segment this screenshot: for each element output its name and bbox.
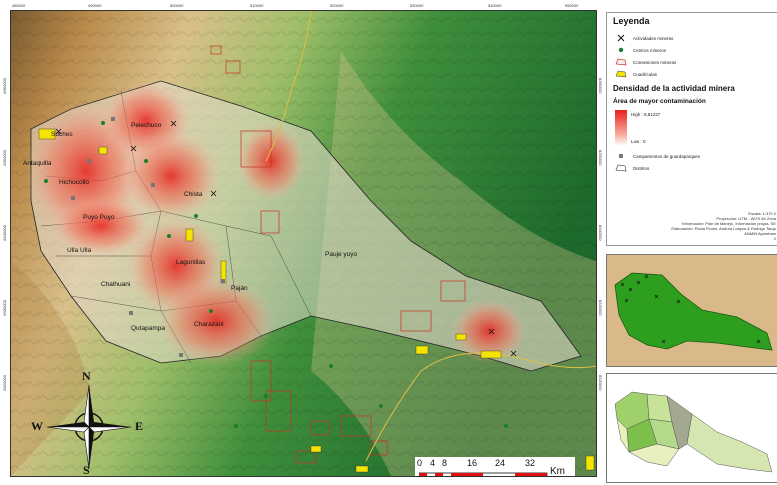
scale-tick: 4 — [430, 458, 436, 468]
y-coordinate-tick-right: 8350000 — [598, 150, 603, 166]
place-label: Chista — [184, 191, 203, 198]
density-subtitle: Área de mayor contaminación — [613, 98, 706, 105]
y-coordinate-tick-right: 8320000 — [598, 375, 603, 391]
place-label: Puyo Puyo — [83, 214, 115, 221]
outline-polygon-icon — [615, 58, 627, 66]
place-label: Qutapampa — [131, 325, 165, 332]
district-outline-icon — [615, 164, 627, 172]
place-label: Lagunillas — [176, 259, 206, 266]
legend-label: Consesiones mineras — [633, 59, 677, 65]
scale-tick: 8 — [442, 458, 448, 468]
scale-tick: 0 — [417, 458, 423, 468]
place-label: Hichocollo — [59, 179, 89, 186]
y-coordinate-tick-right: 8340000 — [598, 225, 603, 241]
compass-east: E — [135, 419, 144, 433]
legend-label: Actividades mineras — [633, 35, 674, 41]
density-high-label: High : 8,81237 — [631, 112, 661, 117]
x-coordinate-tick: 550000 — [565, 3, 579, 8]
x-coordinate-tick: 540000 — [488, 3, 502, 8]
yellow-polygon-icon — [615, 70, 627, 78]
scale-tick: 32 — [525, 458, 536, 468]
credit-line: Escala: 1:370 0 — [748, 211, 776, 216]
legend-item-concessions: Consesiones mineras — [615, 57, 676, 67]
legend-item-mining-activity: Actividades mineras — [615, 33, 673, 43]
main-map[interactable]: Suches Pelechuco Antaquilla Hichocollo C… — [10, 10, 597, 477]
legend-label: Distritos — [633, 165, 650, 171]
x-coordinate-tick: 520000 — [330, 3, 344, 8]
credit-line: Información: Plan de Manejo, Información… — [682, 221, 776, 226]
legend-item-cuadriculas: Cuadrículas — [615, 69, 657, 79]
terrain-map — [11, 11, 596, 476]
legend-label: Cuadrículas — [633, 71, 658, 77]
place-label: Paján — [231, 285, 248, 292]
inset-map-districts-shape — [614, 391, 773, 473]
pickaxe-icon — [617, 34, 625, 42]
scale-bar: 0 4 8 16 24 32 Km — [415, 457, 575, 477]
y-coordinate-tick: 8320000 — [2, 375, 7, 391]
compass-rose: N S W E — [31, 369, 143, 477]
green-dot-icon — [618, 47, 624, 53]
place-label: Antaquilla — [23, 160, 52, 167]
cuadriculas — [38, 128, 595, 473]
legend-item-districts: Distritos — [615, 163, 649, 173]
compass-north: N — [82, 369, 91, 383]
legend: Leyenda Actividades mineras Centros mine… — [606, 12, 777, 246]
place-label: Suches — [51, 131, 73, 138]
place-label: Chalhuani — [101, 281, 131, 288]
ranger-camps — [71, 117, 225, 357]
scale-tick: 24 — [495, 458, 506, 468]
y-coordinate-tick: 8350000 — [2, 150, 7, 166]
y-coordinate-tick: 8360000 — [2, 78, 7, 94]
credit-line: ANMIN Apolobam — [744, 231, 776, 236]
y-coordinate-tick-right: 8360000 — [598, 78, 603, 94]
density-title: Densidad de la actividad minera — [613, 84, 735, 93]
legend-label: Centros mineros — [633, 47, 667, 53]
x-coordinate-tick: 500000 — [170, 3, 184, 8]
place-label: Pauje yuyo — [325, 251, 358, 258]
credit-line: Proyección: UTM - WGS 84 Zona — [716, 216, 776, 221]
place-label: Ulla Ulla — [67, 247, 92, 254]
mining-activity-marks — [55, 120, 517, 357]
compass-south: S — [83, 463, 90, 477]
scale-unit: Km — [550, 466, 565, 477]
legend-title: Leyenda — [613, 16, 650, 26]
compass-icon — [46, 384, 132, 470]
scale-tick: 16 — [467, 458, 478, 468]
y-coordinate-tick: 8340000 — [2, 225, 7, 241]
x-coordinate-tick: 530000 — [410, 3, 424, 8]
credit-line: 2 — [773, 236, 776, 241]
compass-west: W — [31, 419, 43, 433]
inset-map-mining — [606, 254, 777, 367]
concession-grid — [210, 45, 466, 464]
place-label: Pelechuco — [131, 122, 162, 129]
legend-label: Campamentos de guardaparques — [633, 153, 701, 159]
x-coordinate-tick: 480000 — [12, 3, 26, 8]
density-low-label: Low : 0 — [631, 139, 646, 144]
legend-item-camps: Campamentos de guardaparques — [615, 151, 700, 161]
x-coordinate-tick: 510000 — [250, 3, 264, 8]
density-color-ramp — [615, 110, 627, 146]
y-coordinate-tick: 8330000 — [2, 300, 7, 316]
mining-centers — [44, 121, 508, 428]
inset-map-mining-shape — [614, 272, 773, 351]
place-label: Charazani — [194, 321, 224, 328]
y-coordinate-tick-right: 8330000 — [598, 300, 603, 316]
legend-item-mining-centers: Centros mineros — [615, 45, 666, 55]
density-hotspots — [26, 81, 527, 366]
x-coordinate-tick: 490000 — [88, 3, 102, 8]
credit-line: Elaboración: Paola Flores, Andrea Loayza… — [671, 226, 776, 231]
camp-square-icon — [619, 154, 623, 158]
scale-segments — [419, 472, 548, 476]
inset-map-districts — [606, 373, 777, 483]
